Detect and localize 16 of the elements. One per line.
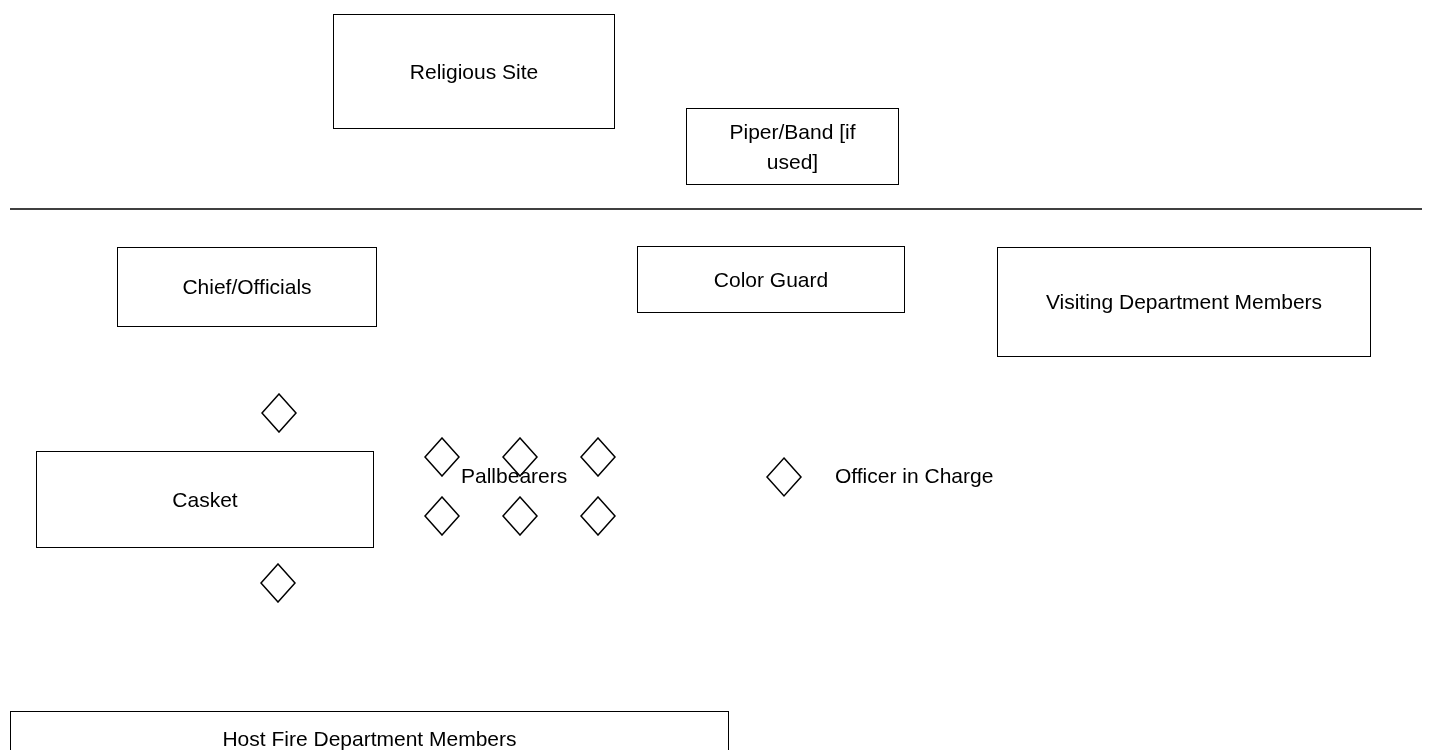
box-label: Casket bbox=[172, 486, 238, 513]
label-box bbox=[10, 711, 729, 750]
label-box bbox=[686, 108, 899, 185]
box-label: Visiting Department Members bbox=[1045, 289, 1323, 316]
box-label: Piper/Band [if used] bbox=[728, 119, 857, 175]
label-box bbox=[36, 451, 374, 548]
box-label: Chief/Officials bbox=[182, 274, 312, 301]
label-box bbox=[997, 247, 1371, 357]
label-box bbox=[637, 246, 905, 313]
label-box bbox=[333, 14, 615, 129]
box-label: Color Guard bbox=[713, 266, 829, 293]
label-box bbox=[117, 247, 377, 327]
box-label: Host Fire Department Members bbox=[222, 726, 517, 750]
box-label: Religious Site bbox=[409, 58, 539, 85]
legend-label: Officer in Charge bbox=[835, 464, 994, 488]
group-label: Pallbearers bbox=[461, 464, 568, 488]
